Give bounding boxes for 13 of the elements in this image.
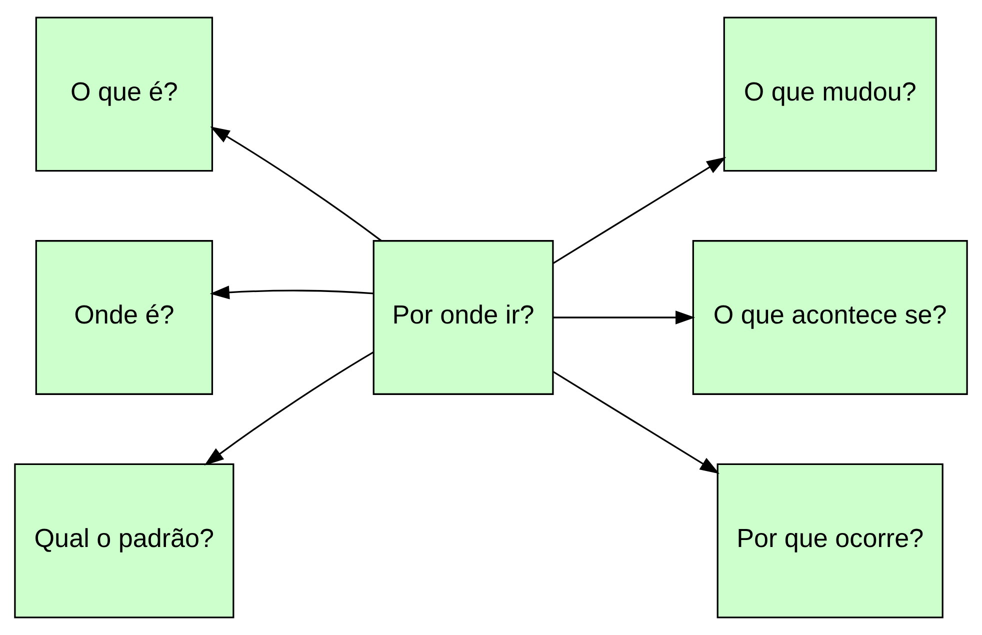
node-box: Onde é? — [35, 240, 214, 395]
arrow — [552, 157, 726, 264]
arrow — [553, 310, 696, 324]
node-box: Por que ocorre? — [716, 463, 944, 618]
arrow — [210, 286, 374, 300]
arrow — [204, 351, 374, 466]
arrow — [210, 126, 382, 242]
node-box: O que mudou? — [723, 16, 937, 172]
node-box: O que é? — [35, 16, 214, 172]
node-box: Por onde ir? — [372, 240, 554, 395]
node-box: Qual o padrão? — [14, 463, 234, 618]
arrow — [552, 371, 720, 474]
node-box: O que acontece se? — [692, 240, 968, 395]
